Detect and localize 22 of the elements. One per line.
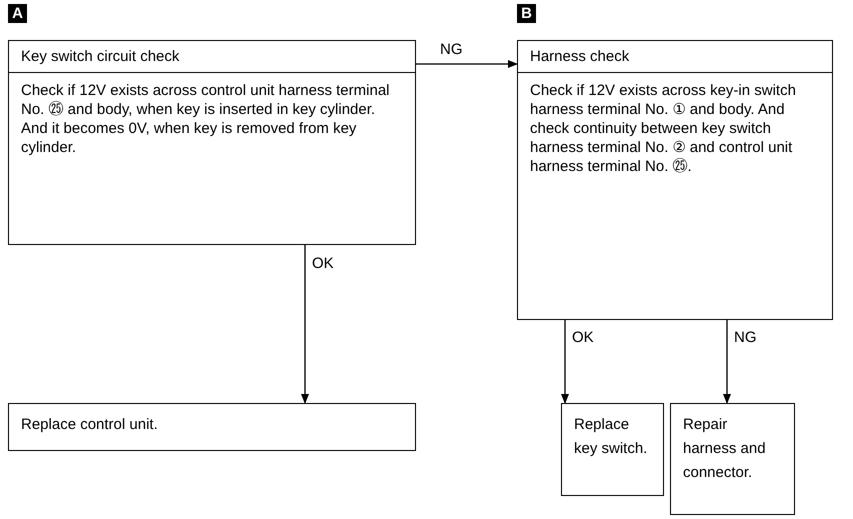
arrow [723, 320, 731, 404]
box-heading: Key switch circuit check [21, 46, 180, 66]
section-badge: A [8, 4, 27, 23]
arrow [416, 60, 518, 68]
process-box [561, 403, 664, 496]
box-heading: Replace key switch. [574, 416, 648, 457]
arrow [301, 245, 309, 404]
box-heading: Harness check [530, 46, 630, 66]
arrow [561, 320, 569, 404]
box-heading: Replace control unit. [21, 416, 158, 433]
section-badge: B [517, 4, 536, 23]
edge-label: NG [734, 330, 756, 345]
edge-label: OK [572, 330, 594, 345]
process-box [8, 40, 416, 245]
process-box [670, 403, 795, 515]
process-box [517, 40, 833, 320]
edge-label: NG [440, 42, 462, 57]
box-text: Check if 12V exists across control unit harness terminal No. ㉕ and body, when key is inserted in key cylinder. And it becomes 0V, when key is removed from key cylinder. [21, 81, 390, 157]
box-text: Check if 12V exists across key-in switch harness terminal No. ① and body. And check continuity between key switch harness terminal No. ② and control unit harness terminal No. ㉕. [530, 81, 797, 176]
process-box [8, 403, 416, 451]
edge-label: OK [312, 256, 334, 271]
box-heading: Repair harness and connector. [683, 416, 766, 481]
